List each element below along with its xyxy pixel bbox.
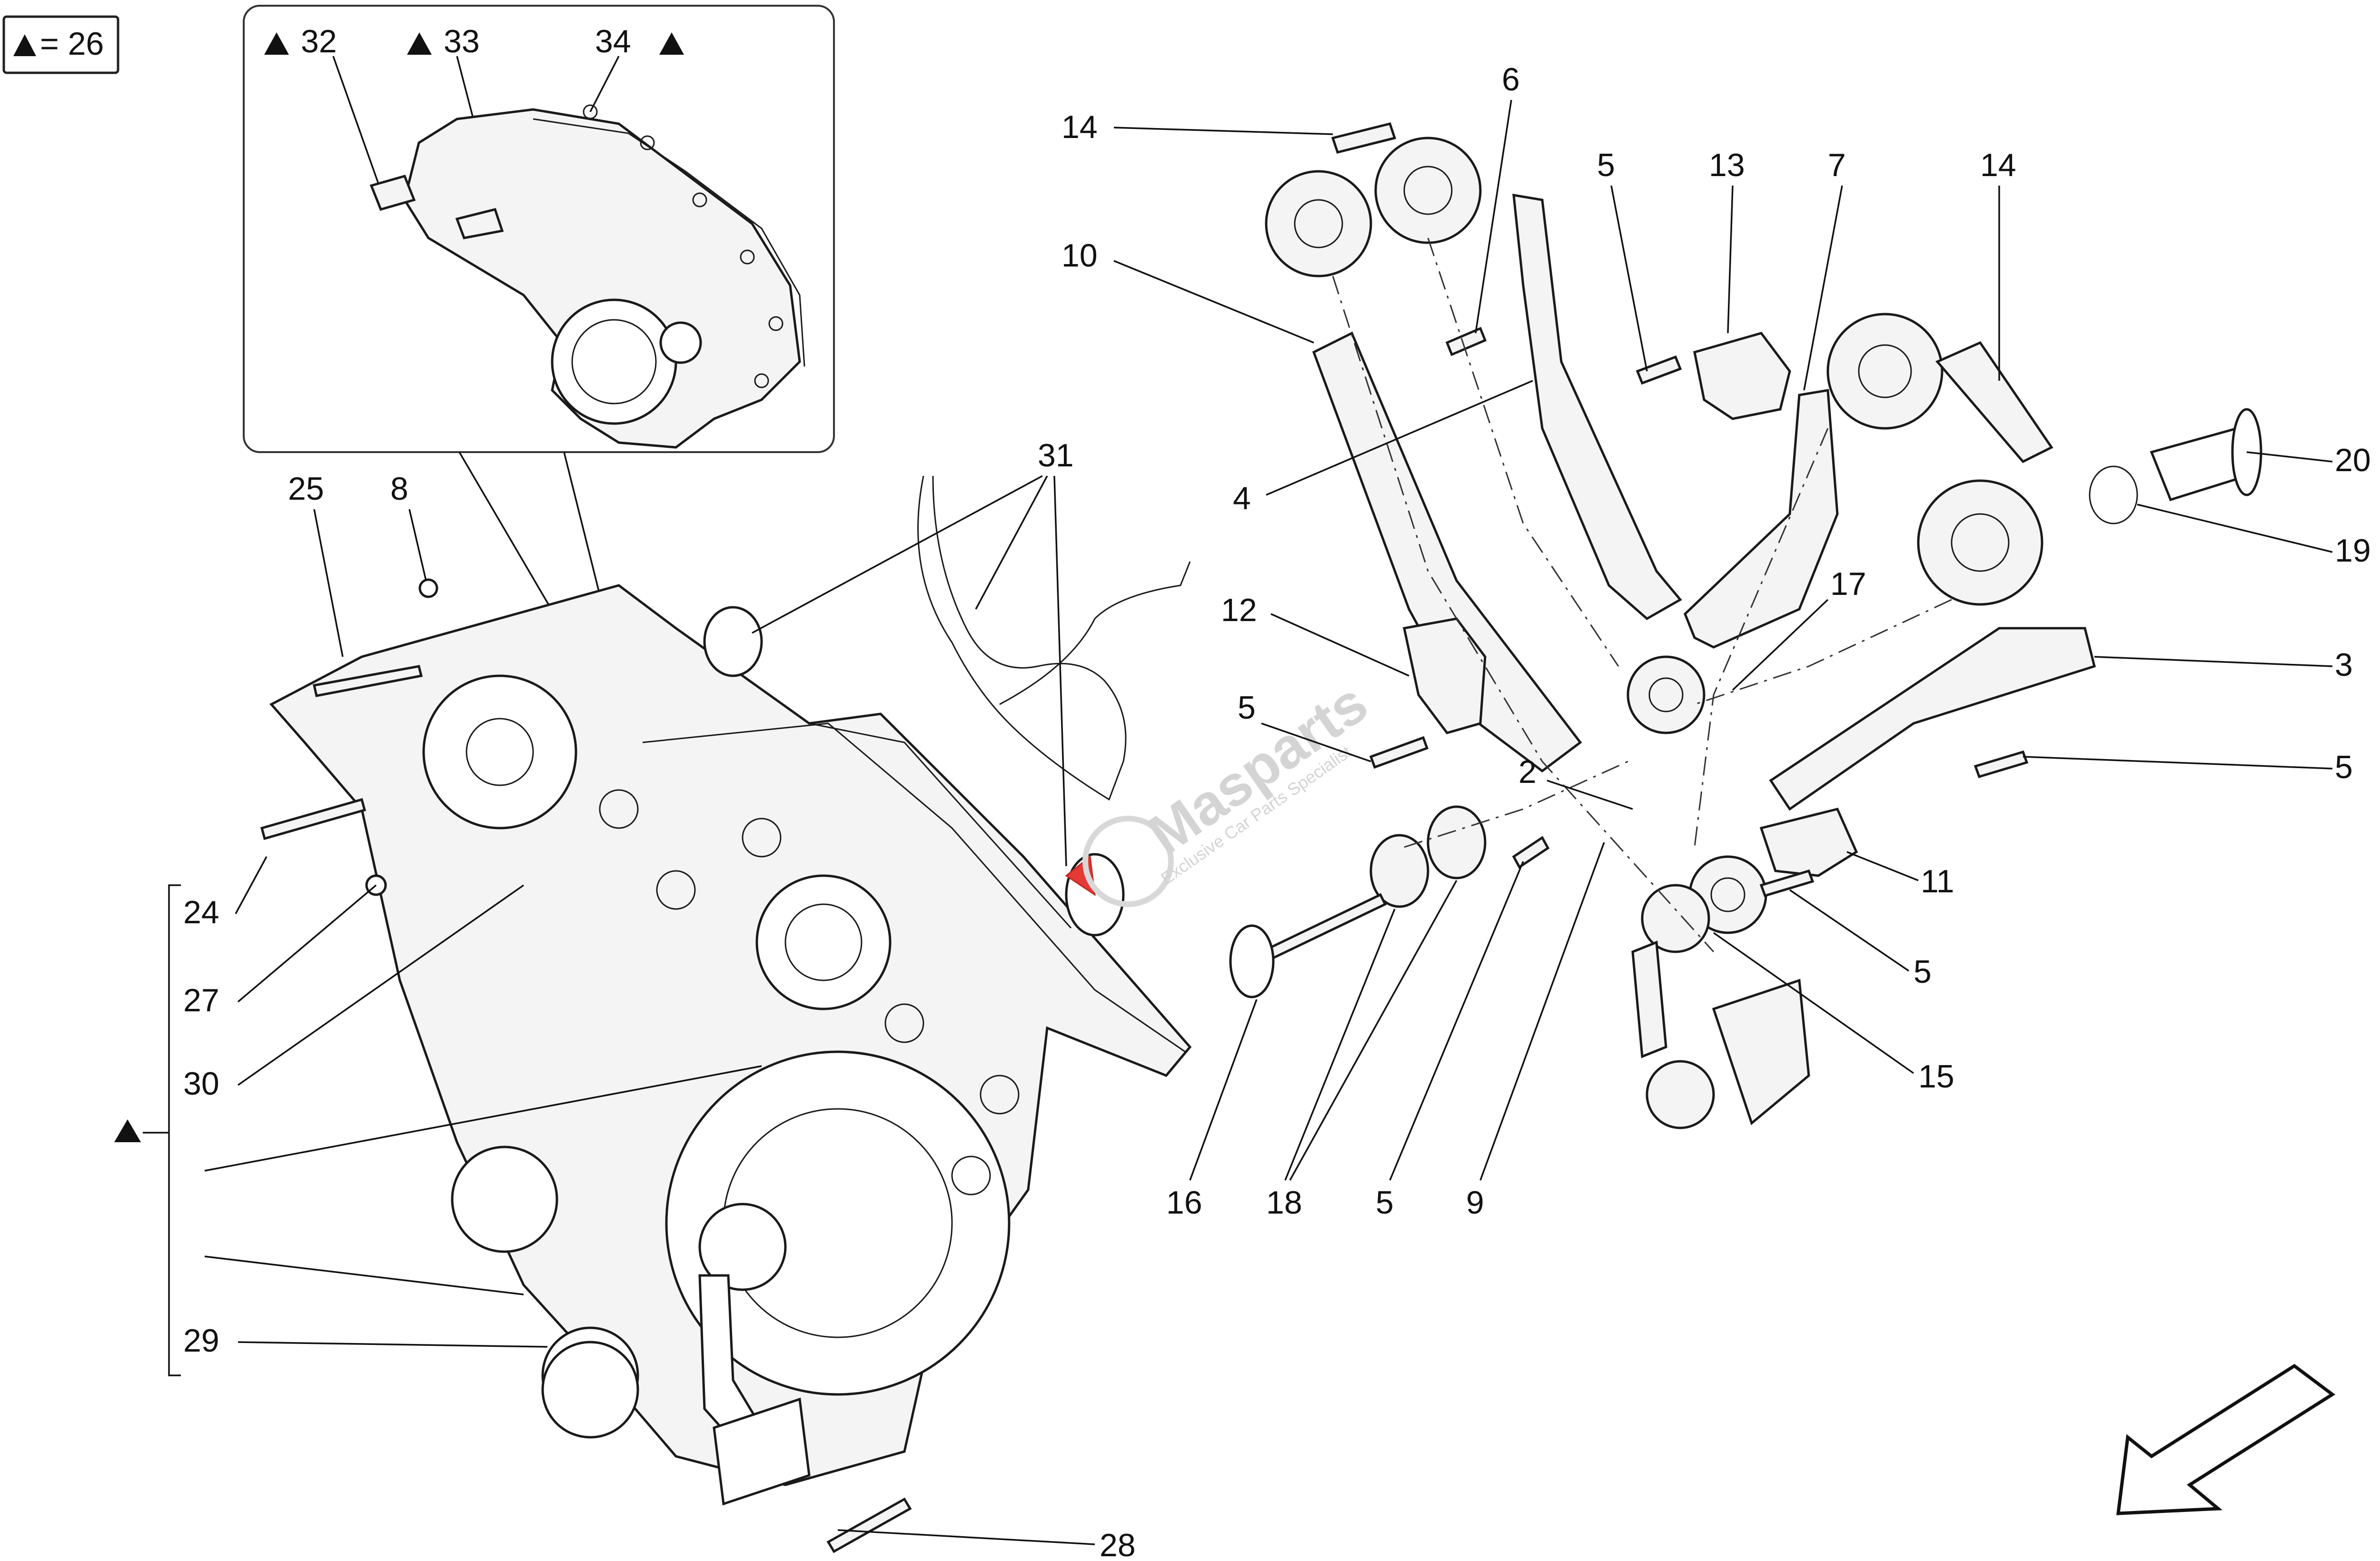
label-4: 4 [1233, 480, 1251, 516]
label-7: 7 [1828, 147, 1846, 183]
left-bracket: 24 27 30 29 [114, 856, 762, 1376]
label-25: 25 [288, 471, 324, 507]
triangle-marker-icon [407, 32, 432, 55]
label-24: 24 [183, 894, 219, 930]
direction-arrow-icon [2116, 1363, 2336, 1515]
watermark-logo-icon [1082, 816, 1174, 907]
label-31: 31 [1038, 437, 1074, 474]
label-5b: 5 [1597, 147, 1615, 183]
label-8: 8 [390, 471, 408, 507]
label-5a: 5 [1238, 690, 1256, 726]
label-10: 10 [1061, 237, 1098, 274]
watermark-brand: Masparts [1137, 671, 1378, 867]
label-11: 11 [1921, 863, 1954, 899]
legend: = 26 [2, 15, 119, 74]
label-12: 12 [1221, 592, 1257, 628]
inset-label-33: 33 [444, 23, 480, 59]
label-14a: 14 [1061, 109, 1098, 145]
triangle-marker-icon [264, 32, 289, 55]
label-18: 18 [1266, 1185, 1302, 1221]
label-28: 28 [1100, 1527, 1136, 1561]
label-17: 17 [1830, 566, 1866, 602]
label-5c: 5 [2335, 749, 2353, 785]
callouts: 25 8 31 28 14 6 10 4 12 5 5 13 7 14 20 1… [288, 61, 2371, 1561]
triangle-marker-icon [659, 32, 684, 55]
label-5e: 5 [1376, 1185, 1394, 1221]
timing-cover-assembly [260, 475, 1192, 1553]
water-pump-inset-drawing [369, 104, 805, 449]
label-2: 2 [1518, 754, 1537, 790]
inset-label-32: 32 [301, 23, 337, 59]
triangle-marker-icon [114, 1119, 141, 1142]
label-14b: 14 [1980, 147, 2016, 183]
label-30: 30 [183, 1066, 219, 1102]
timing-chain-assembly [1229, 122, 2262, 1129]
label-19: 19 [2335, 533, 2371, 569]
label-13: 13 [1709, 147, 1745, 183]
label-27: 27 [183, 982, 219, 1018]
label-6: 6 [1502, 61, 1520, 98]
inset-panel: 32 33 34 [243, 5, 835, 453]
label-9: 9 [1466, 1185, 1484, 1221]
legend-text: = 26 [40, 26, 104, 62]
watermark: Masparts Exclusive Car Parts Specialist [1082, 671, 1379, 907]
label-29: 29 [183, 1323, 219, 1359]
label-16: 16 [1166, 1185, 1202, 1221]
label-15: 15 [1918, 1058, 1954, 1095]
label-5d: 5 [1914, 954, 1932, 990]
inset-label-34: 34 [595, 23, 631, 59]
triangle-marker-icon [13, 34, 36, 56]
label-3: 3 [2335, 647, 2353, 683]
label-20: 20 [2335, 442, 2371, 478]
